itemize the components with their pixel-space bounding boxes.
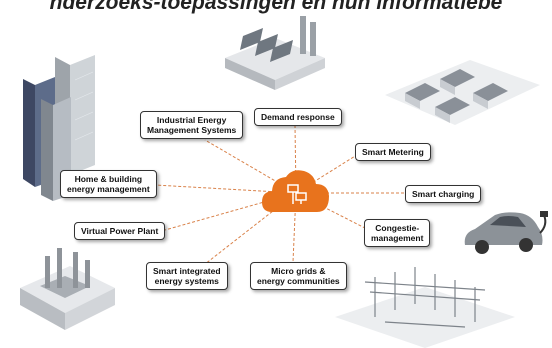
app-smart-integrated-energy-systems: Smart integrated energy systems [146,262,228,290]
app-label-line: Micro grids & [271,266,326,276]
factory-icon [225,16,325,90]
app-home-building-energy-management: Home & building energy management [60,170,157,198]
app-demand-response: Demand response [254,108,342,126]
app-label-line: management [371,233,424,243]
app-smart-metering: Smart Metering [355,143,431,161]
app-micro-grids-energy-communities: Micro grids & energy communities [250,262,347,290]
office-towers-icon [23,55,95,201]
app-label-line: Smart Metering [362,147,424,157]
app-label-line: Industrial Energy [156,115,227,125]
app-label-line: energy management [67,184,150,194]
app-label-line: Demand response [261,112,335,122]
power-plant-icon [20,248,115,330]
app-virtual-power-plant: Virtual Power Plant [74,222,166,240]
substation-icon [335,267,515,348]
houses-icon [385,60,540,125]
app-industrial-energy-management: Industrial Energy Management Systems [140,111,244,139]
app-label-line: Home & building [74,174,143,184]
cloud-network-icon [262,170,329,212]
link-home [154,184,297,194]
app-label-line: energy systems [154,276,219,286]
app-label-line: Management Systems [147,125,237,135]
app-label-line: Congestie- [375,223,420,233]
page-title: nderzoeks-toepassingen en hun informatie… [49,0,503,14]
app-label-line: Virtual Power Plant [81,226,159,236]
app-label-line: Smart integrated [153,266,221,276]
app-smart-charging: Smart charging [405,185,482,203]
app-label-line: energy communities [257,276,340,286]
electric-car-icon [464,211,548,254]
app-label-line: Smart charging [412,189,475,199]
app-congestion-management: Congestie- management [364,219,431,247]
